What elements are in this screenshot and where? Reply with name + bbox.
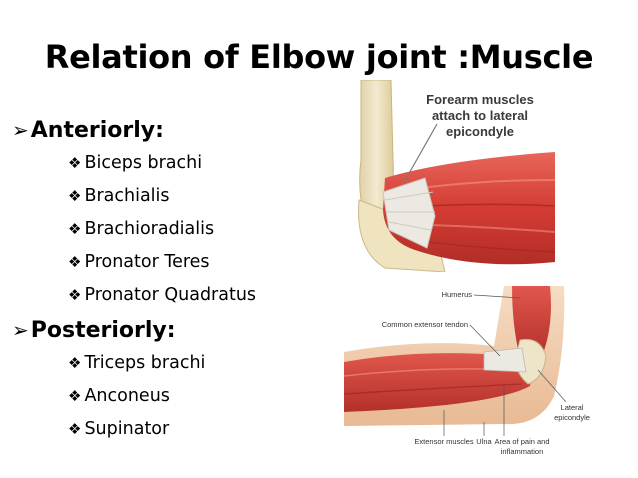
heading-label: Anteriorly: <box>30 118 164 143</box>
label-area-of-pain: Area of pain and <box>494 437 549 446</box>
label-lateral: Lateral <box>561 403 584 412</box>
diamond-bullet-icon: ❖ <box>68 286 82 304</box>
list-item: ❖Biceps brachi <box>68 153 202 173</box>
heading-label: Posteriorly: <box>30 318 176 343</box>
elbow-anatomy-drawing: Humerus Common extensor tendon Lateral e… <box>344 286 594 470</box>
list-item: ❖Supinator <box>68 419 169 439</box>
diamond-bullet-icon: ❖ <box>68 354 82 372</box>
heading-posteriorly: ➢Posteriorly: <box>12 318 176 343</box>
label-epicondyle: epicondyle <box>554 413 590 422</box>
list-item-label: Brachialis <box>84 186 170 206</box>
caption-line: attach to lateral <box>432 108 528 123</box>
diamond-bullet-icon: ❖ <box>68 154 82 172</box>
list-item-label: Anconeus <box>84 386 170 406</box>
list-item: ❖Brachialis <box>68 186 170 206</box>
label-common-extensor-tendon: Common extensor tendon <box>382 320 468 329</box>
caption-line: Forearm muscles <box>426 92 534 107</box>
list-item: ❖Pronator Teres <box>68 252 210 272</box>
diamond-bullet-icon: ❖ <box>68 187 82 205</box>
label-ulna: Ulna <box>476 437 492 446</box>
forearm-muscles-illustration: Forearm muscles attach to lateral epicon… <box>355 80 555 272</box>
caption-line: epicondyle <box>446 124 514 139</box>
label-humerus: Humerus <box>442 290 473 299</box>
list-item-label: Pronator Quadratus <box>84 285 257 305</box>
list-item-label: Triceps brachi <box>84 353 206 373</box>
arrow-bullet-icon: ➢ <box>12 118 29 142</box>
list-item-label: Supinator <box>84 419 170 439</box>
list-item: ❖Brachioradialis <box>68 219 214 239</box>
diamond-bullet-icon: ❖ <box>68 420 82 438</box>
list-item-label: Brachioradialis <box>84 219 215 239</box>
elbow-anatomy-diagram: Humerus Common extensor tendon Lateral e… <box>344 286 594 470</box>
slide-title: Relation of Elbow joint :Muscle <box>44 38 594 76</box>
list-item: ❖Anconeus <box>68 386 170 406</box>
forearm-muscles-drawing: Forearm muscles attach to lateral epicon… <box>355 80 555 272</box>
list-item: ❖Triceps brachi <box>68 353 205 373</box>
list-item: ❖Pronator Quadratus <box>68 285 256 305</box>
label-inflammation: inflammation <box>501 447 544 456</box>
heading-anteriorly: ➢Anteriorly: <box>12 118 164 143</box>
diamond-bullet-icon: ❖ <box>68 387 82 405</box>
arrow-bullet-icon: ➢ <box>12 318 29 342</box>
diamond-bullet-icon: ❖ <box>68 253 82 271</box>
diamond-bullet-icon: ❖ <box>68 220 82 238</box>
list-item-label: Pronator Teres <box>84 252 210 272</box>
list-item-label: Biceps brachi <box>84 153 203 173</box>
label-extensor-muscles: Extensor muscles <box>414 437 473 446</box>
